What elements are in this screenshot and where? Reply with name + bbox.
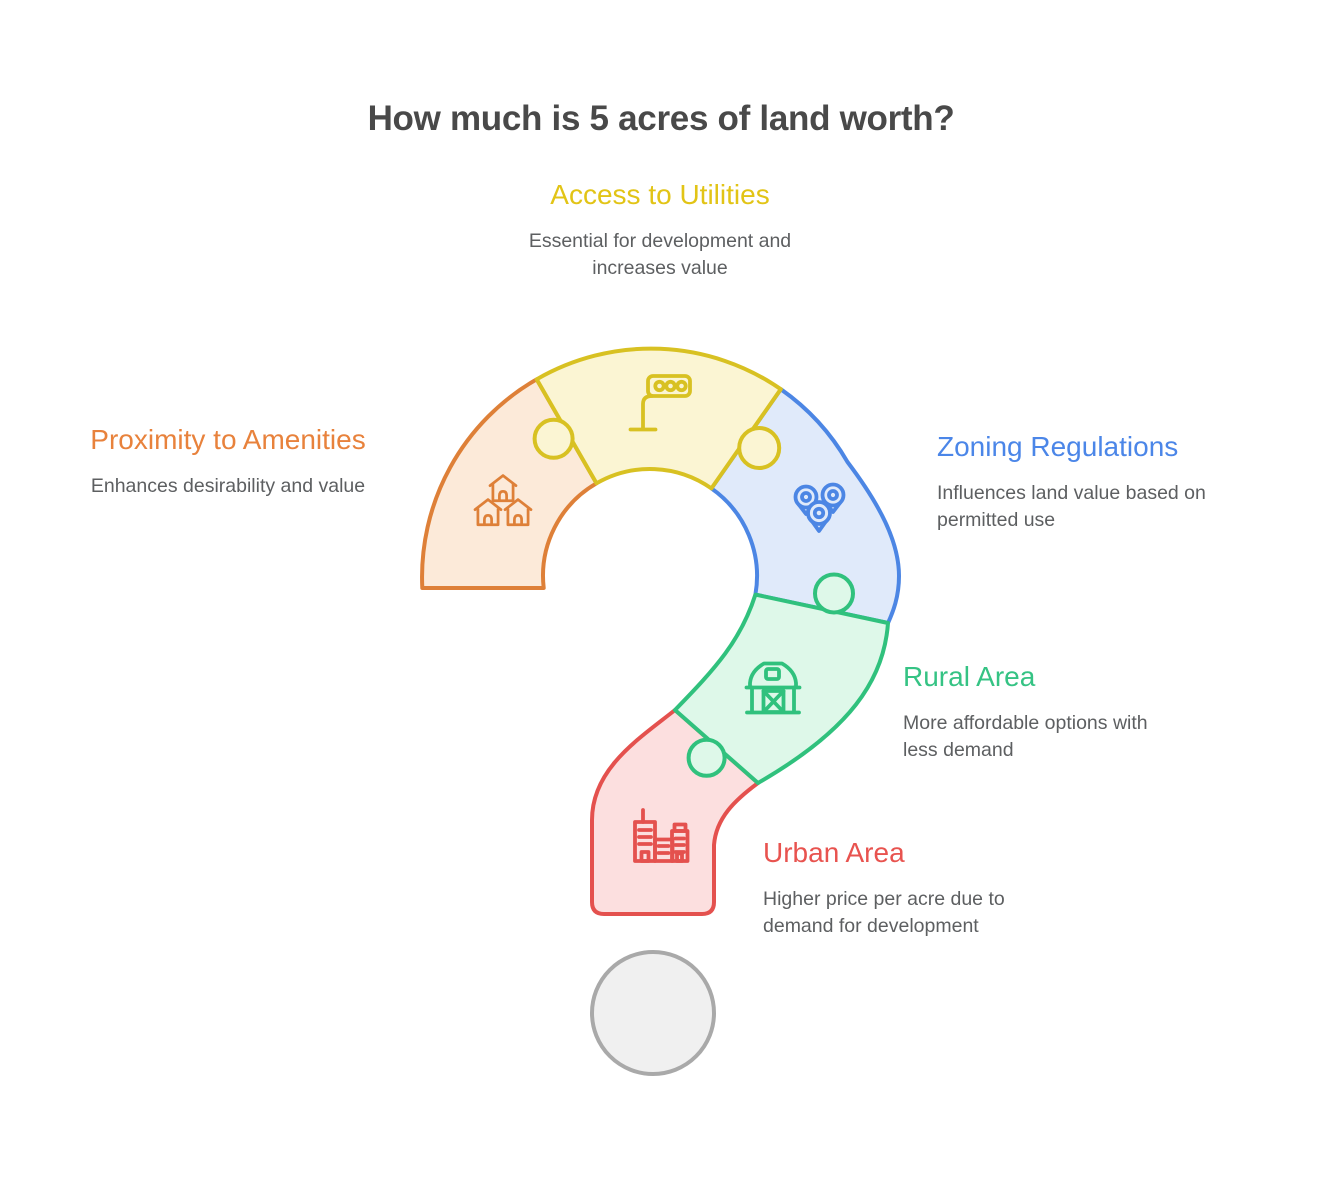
section-description-amenities: Enhances desirability and value	[90, 475, 366, 498]
section-block-urban: Urban Area Higher price per acre due to …	[763, 837, 1063, 941]
section-description-rural: More affordable options with less demand	[903, 712, 1148, 762]
barn-icon	[744, 661, 802, 715]
puzzle-tab	[737, 426, 782, 470]
puzzle-piece-utilities	[534, 346, 783, 491]
section-block-zoning: Zoning Regulations Influences land value…	[937, 431, 1267, 535]
traffic-light-icon	[628, 374, 692, 432]
section-heading-urban: Urban Area	[763, 837, 905, 868]
puzzle-tab	[686, 737, 727, 778]
section-heading-utilities: Access to Utilities	[550, 179, 770, 210]
section-description-urban: Higher price per acre due to demand for …	[763, 888, 1005, 938]
page-title: How much is 5 acres of land worth?	[367, 99, 955, 139]
section-block-utilities: Access to Utilities Essential for develo…	[410, 179, 910, 283]
houses-icon	[473, 474, 533, 527]
question-mark-dot	[590, 950, 716, 1076]
section-description-utilities: Essential for development and increases …	[528, 230, 792, 280]
puzzle-tab	[532, 417, 575, 460]
section-description-zoning: Influences land value based on permitted…	[937, 482, 1206, 532]
map-pins-icon	[793, 482, 846, 533]
section-block-rural: Rural Area More affordable options with …	[903, 661, 1203, 765]
section-heading-amenities: Proximity to Amenities	[90, 424, 366, 455]
city-buildings-icon	[633, 808, 690, 863]
section-heading-rural: Rural Area	[903, 661, 1036, 692]
section-heading-zoning: Zoning Regulations	[937, 431, 1179, 462]
puzzle-tab	[813, 572, 855, 615]
section-block-amenities: Proximity to Amenities Enhances desirabi…	[28, 424, 428, 500]
